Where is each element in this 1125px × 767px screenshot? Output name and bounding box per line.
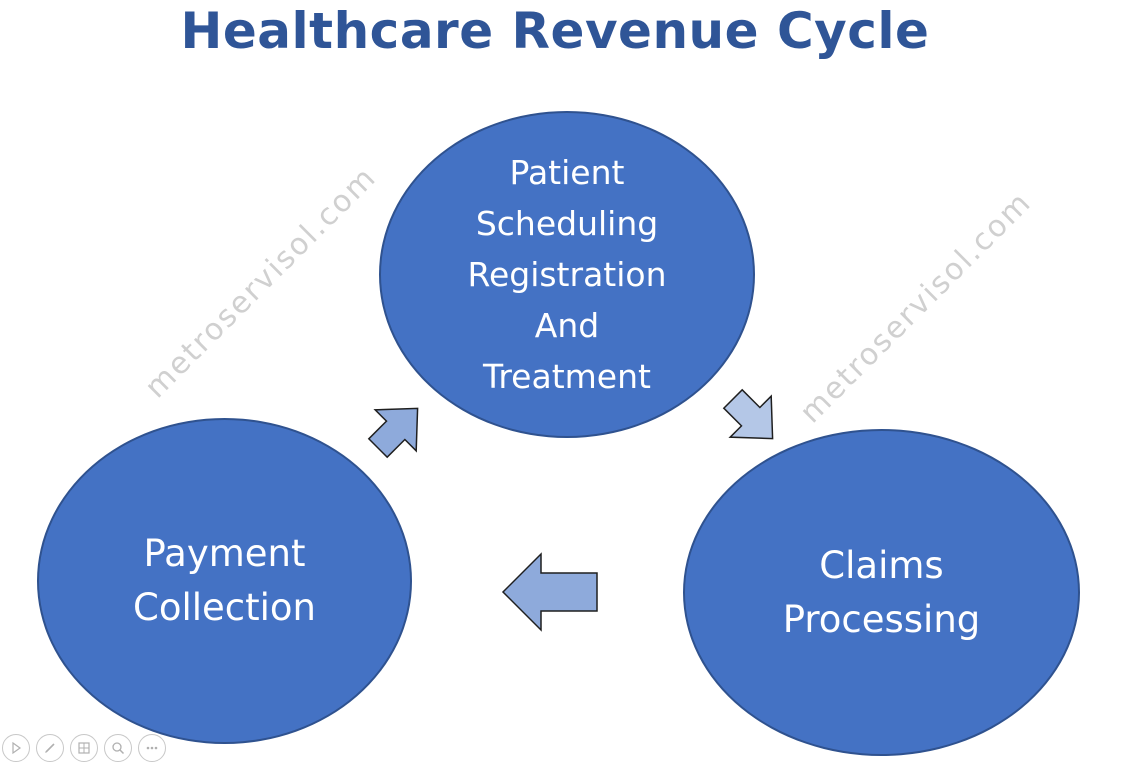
diagram-title: Healthcare Revenue Cycle [180, 2, 930, 60]
more-icon[interactable] [138, 734, 166, 762]
node-label-line: Processing [782, 597, 981, 641]
node-label-line: Claims [819, 543, 944, 587]
slides-icon[interactable] [70, 734, 98, 762]
arrow-scheduling-to-claims [722, 388, 774, 440]
node-label-line: Treatment [483, 357, 651, 396]
presentation-toolbar [2, 734, 166, 762]
node-label-line: Registration [467, 255, 667, 294]
node-label-line: Scheduling [475, 204, 659, 243]
arrow-payment-to-scheduling [367, 407, 419, 459]
node-label-line: Payment [143, 532, 306, 575]
play-icon[interactable] [2, 734, 30, 762]
node-label-line: And [534, 306, 600, 345]
pen-icon[interactable] [36, 734, 64, 762]
node-claims-processing: Claims Processing [683, 429, 1080, 756]
node-payment-collection: Payment Collection [37, 418, 412, 744]
node-label-line: Collection [132, 586, 316, 629]
zoom-icon[interactable] [104, 734, 132, 762]
arrow-claims-to-payment [501, 552, 598, 632]
node-label-line: Patient [509, 153, 625, 192]
node-patient-scheduling: Patient Scheduling Registration And Trea… [379, 111, 755, 438]
